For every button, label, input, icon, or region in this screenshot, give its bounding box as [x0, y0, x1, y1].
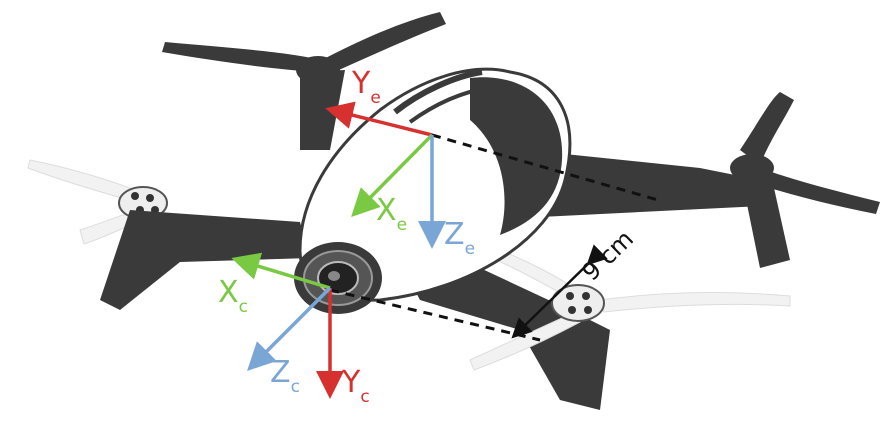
drone-body-hood — [470, 77, 563, 236]
drone-illustration-icon — [27, 12, 880, 410]
axis-ze-label: Ze — [444, 217, 475, 259]
arm-front-right — [400, 262, 610, 410]
camera-lens — [294, 242, 382, 314]
axis-zc-label: Zc — [270, 355, 300, 397]
axis-ye-label: Ye — [351, 66, 381, 108]
frame-e: Ye Xe Ze — [325, 66, 475, 259]
axis-xe-label: Xe — [376, 193, 407, 235]
axis-zc-arrow — [247, 286, 332, 371]
distance-label: 9 cm — [577, 225, 639, 286]
propeller-back-left — [162, 12, 446, 150]
axis-xc-label: Xc — [218, 275, 248, 317]
axis-xe-arrow — [351, 133, 434, 217]
arm-front-left — [100, 210, 310, 310]
axis-ye-arrow — [325, 101, 433, 137]
axis-yc-label: Yc — [341, 365, 370, 407]
axis-xc-arrow — [231, 252, 331, 290]
frame-c: Xc Zc Yc — [218, 252, 370, 407]
distance-arrow — [511, 244, 608, 339]
